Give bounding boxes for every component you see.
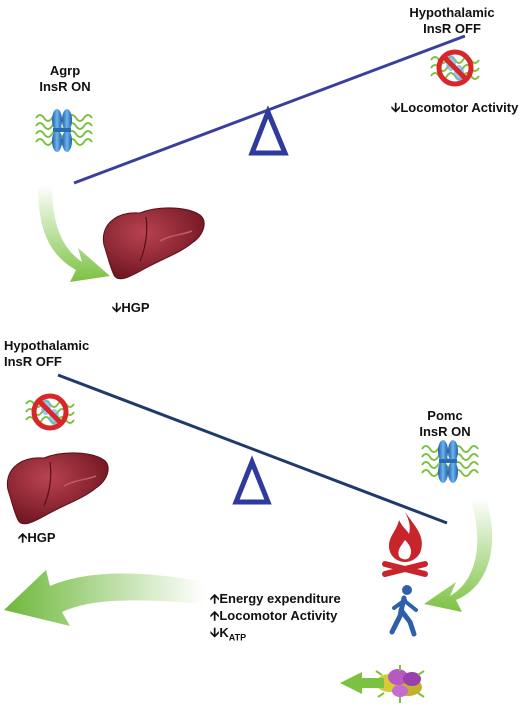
bottom-right-label: Pomc InsR ON [410, 408, 480, 440]
energy-expenditure-effect: 🡩Energy expenditure [210, 590, 341, 607]
top-left-label: Agrp InsR ON [30, 63, 100, 95]
hypothalamic-label: Hypothalamic [409, 5, 495, 20]
top-green-arrow [38, 185, 110, 282]
bottom-balance-beam [57, 373, 448, 525]
insr-on-label: InsR ON [419, 424, 471, 439]
bottom-left-label: Hypothalamic InsR OFF [4, 338, 89, 370]
top-fulcrum-icon [248, 105, 289, 156]
liver-icon [6, 452, 109, 525]
big-green-arrow [4, 570, 205, 626]
bottom-fulcrum-icon [232, 455, 272, 505]
up-arrow-icon: 🡩 [210, 591, 220, 606]
down-arrow-icon: 🡫 [112, 300, 122, 315]
hypothalamic-label: Hypothalamic [4, 338, 90, 353]
insr-on-label: InsR ON [39, 79, 91, 94]
pomc-label: Pomc [427, 408, 463, 423]
insr-off-label: InsR OFF [4, 354, 62, 369]
top-hgp-label: 🡫HGP [112, 300, 150, 316]
bottom-effects-list: 🡩Energy expenditure 🡩Locomotor Activity … [210, 590, 341, 647]
right-green-arrow [424, 498, 493, 612]
agrp-label: Agrp [49, 63, 81, 78]
katp-effect: 🡫KATP [210, 624, 341, 647]
top-right-label: Hypothalamic InsR OFF [392, 5, 512, 37]
liver-icon [102, 207, 205, 280]
top-locomotor-effect: 🡫Locomotor Activity [391, 100, 518, 116]
no-symbol-icon [430, 49, 480, 87]
down-arrow-icon: 🡫 [210, 625, 220, 640]
katp-subscript: ATP [228, 632, 247, 643]
katp-label: K [219, 625, 229, 640]
down-arrow-icon: 🡫 [391, 100, 401, 115]
receptor-icon [421, 440, 479, 483]
receptor-icon [35, 109, 93, 152]
energy-expenditure-label: Energy expenditure [219, 591, 341, 606]
locomotor-activity-effect: 🡩Locomotor Activity [210, 607, 341, 624]
walking-person-icon [389, 585, 418, 637]
small-green-arrow [340, 672, 384, 694]
fire-icon [382, 512, 428, 577]
up-arrow-icon: 🡩 [18, 530, 28, 545]
neuron-icon [375, 665, 425, 703]
locomotor-activity-label: Locomotor Activity [400, 100, 519, 115]
hgp-label: HGP [121, 300, 150, 315]
up-arrow-icon: 🡩 [210, 608, 220, 623]
locomotor-activity-label: Locomotor Activity [219, 608, 338, 623]
no-symbol-icon [25, 393, 75, 431]
bottom-hgp-label: 🡩HGP [18, 530, 56, 546]
hgp-label: HGP [27, 530, 56, 545]
insr-off-label: InsR OFF [423, 21, 481, 36]
